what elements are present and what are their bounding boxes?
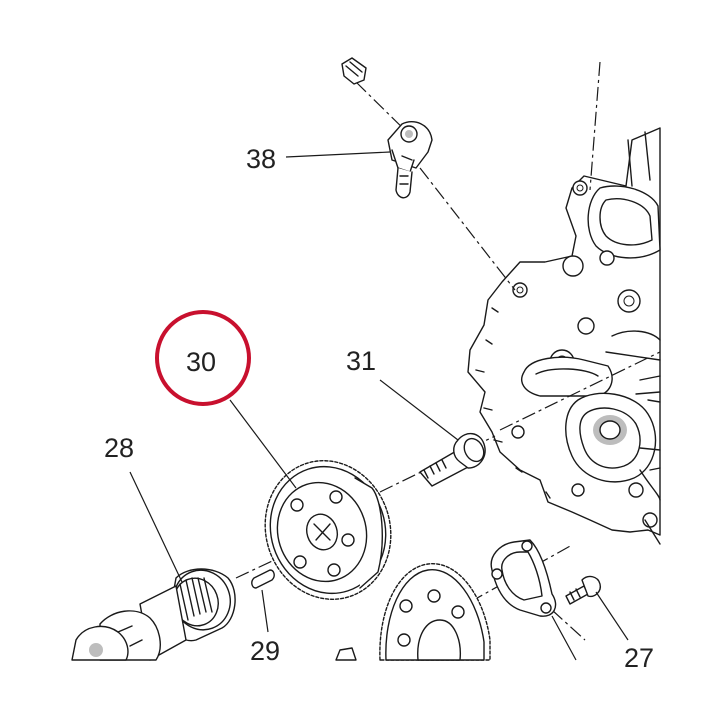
leader-28 (129, 471, 183, 583)
part-31-bolt (419, 433, 486, 487)
leader-27 (595, 591, 629, 641)
crop-mask-right (661, 0, 720, 720)
part-30-gear (264, 460, 392, 600)
crop-mask-bottom (0, 661, 720, 720)
callout-27[interactable]: 27 (624, 643, 654, 673)
callout-31[interactable]: 31 (346, 346, 376, 376)
crankcase-housing (467, 127, 661, 545)
leader-lines (129, 151, 629, 661)
part-38-sensor (341, 57, 433, 199)
leader-31 (379, 379, 459, 441)
part-27-plate (490, 539, 602, 617)
leader-30 (229, 399, 297, 489)
leader-29 (261, 589, 269, 633)
highlight-ring (155, 310, 251, 406)
callout-38[interactable]: 38 (246, 144, 276, 174)
part-28-camshaft (71, 568, 236, 661)
lower-gear (335, 563, 491, 661)
leader-38 (285, 151, 391, 158)
callout-30[interactable]: 30 (186, 347, 216, 377)
part-29-pin (251, 569, 275, 589)
callout-28[interactable]: 28 (104, 433, 134, 463)
callout-labels: 38 31 30 28 29 (104, 144, 376, 666)
leader-plate (551, 615, 577, 661)
